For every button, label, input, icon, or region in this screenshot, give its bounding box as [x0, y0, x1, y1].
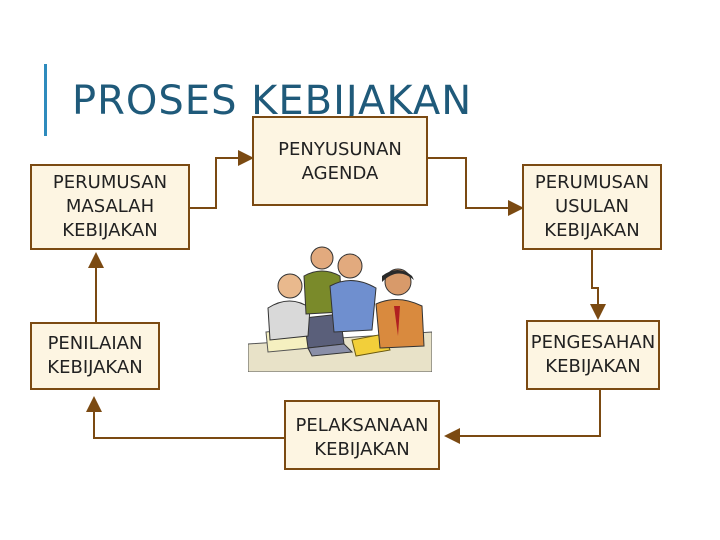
- box-pelaksanaan: PELAKSANAAN KEBIJAKAN: [284, 400, 440, 470]
- people-meeting-illustration: [248, 236, 432, 372]
- arrow-pengesahan-to-pelaksanaan: [446, 390, 600, 436]
- arrow-agenda-to-usulan: [428, 158, 522, 208]
- box-penilaian: PENILAIAN KEBIJAKAN: [30, 322, 160, 390]
- arrow-usulan-to-pengesahan: [592, 250, 598, 318]
- arrow-masalah-to-agenda: [190, 158, 252, 208]
- box-perumusan-masalah: PERUMUSAN MASALAH KEBIJAKAN: [30, 164, 190, 250]
- box-pengesahan: PENGESAHAN KEBIJAKAN: [526, 320, 660, 390]
- arrow-pelaksanaan-to-penilaian: [94, 398, 284, 438]
- box-perumusan-usulan: PERUMUSAN USULAN KEBIJAKAN: [522, 164, 662, 250]
- box-penyusunan-agenda: PENYUSUNAN AGENDA: [252, 116, 428, 206]
